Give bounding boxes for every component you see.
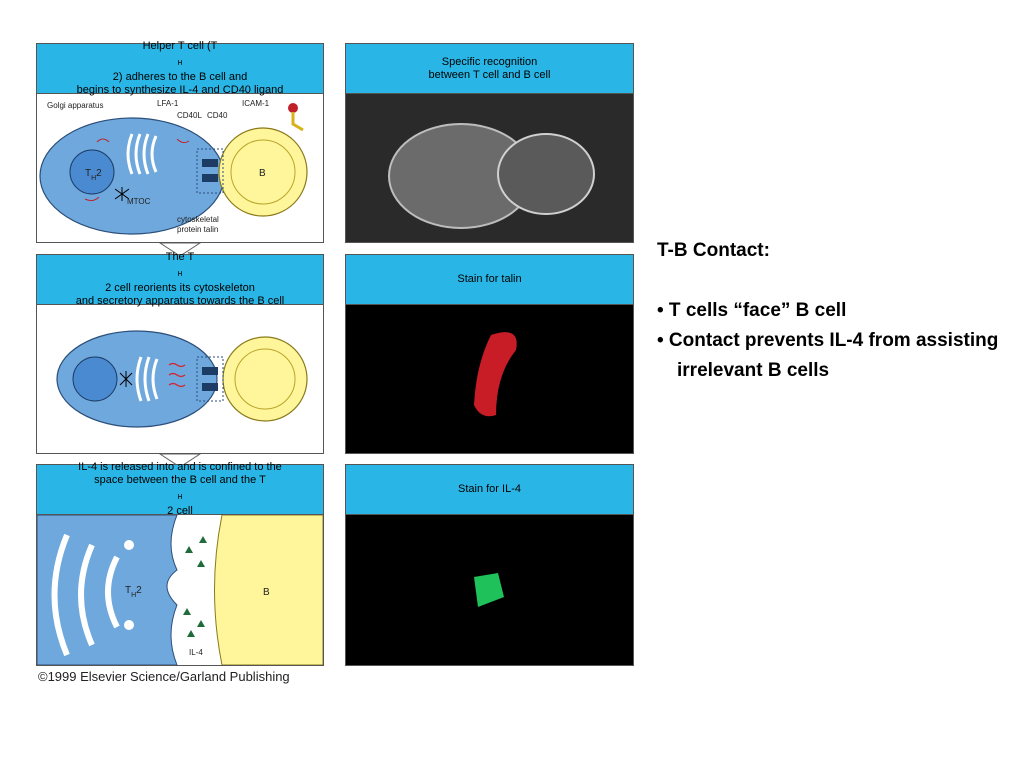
lfa1-icam1-complex (202, 383, 218, 391)
lfa1-icam1-complex (202, 174, 218, 182)
il4-micrograph (346, 515, 633, 665)
talin-header: Stain for talin (346, 255, 633, 305)
header-text: The T (76, 251, 285, 264)
label-talin-2: protein talin (177, 225, 218, 234)
label-lfa1: LFA-1 (157, 99, 179, 108)
label-mtoc: MTOC (127, 197, 151, 206)
il4-header: Stain for IL-4 (346, 465, 633, 515)
il4-diagram-svg: TH2 B IL-4 (37, 515, 323, 665)
label-talin-1: cytoskeletal (177, 215, 219, 224)
label-cd40: CD40 (207, 111, 228, 120)
b-cell-image (498, 134, 594, 214)
panel-talin-image: Stain for talin (345, 254, 634, 454)
header-subscript: H (177, 495, 182, 502)
recognition-micrograph (346, 94, 633, 242)
bullet-item: • Contact prevents IL-4 from assisting i… (657, 326, 1017, 386)
panel-recognition-image: Specific recognition between T cell and … (345, 43, 634, 243)
label-cd40l: CD40L (177, 111, 202, 120)
panel-reorientation-diagram (37, 305, 323, 453)
cd40l-cd40-complex (202, 367, 218, 375)
b-cell (223, 337, 307, 421)
label-b: B (263, 587, 270, 598)
label-icam1: ICAM-1 (242, 99, 270, 108)
panel-il4-release-header: IL-4 is released into and is confined to… (37, 465, 323, 515)
th2-nucleus (73, 357, 117, 401)
panel-adhesion-diagram: Golgi apparatus LFA-1 CD40L CD40 ICAM-1 … (37, 94, 323, 242)
panel-il4-release: IL-4 is released into and is confined to… (36, 464, 324, 666)
adhesion-diagram-svg: Golgi apparatus LFA-1 CD40L CD40 ICAM-1 … (37, 94, 323, 242)
talin-micrograph (346, 305, 633, 453)
antibody-icon (293, 112, 303, 130)
panel-il4-release-diagram: TH2 B IL-4 (37, 515, 323, 665)
recognition-header: Specific recognition between T cell and … (346, 44, 633, 94)
side-notes: T-B Contact: • T cells “face” B cell • C… (657, 236, 1017, 386)
vesicle (124, 540, 134, 550)
header-text: Helper T cell (T (77, 40, 284, 53)
side-title: T-B Contact: (657, 236, 1017, 266)
header-text: between T cell and B cell (429, 69, 551, 82)
header-subscript: H (177, 272, 182, 279)
reorientation-diagram-svg (37, 305, 323, 453)
vesicle (124, 620, 134, 630)
header-text: IL-4 is released into and is confined to… (78, 461, 282, 474)
label-golgi: Golgi apparatus (47, 101, 103, 110)
panel-il4-image: Stain for IL-4 (345, 464, 634, 666)
panel-adhesion: Helper T cell (T H 2) adheres to the B cel… (36, 43, 324, 243)
label-il4: IL-4 (189, 648, 203, 657)
header-text: 2) adheres to the B cell and (77, 71, 284, 84)
copyright-credit: ©1999 Elsevier Science/Garland Publishin… (38, 669, 290, 684)
header-subscript: H (177, 61, 182, 68)
header-text: space between the B cell and the T (78, 474, 282, 487)
header-text: Stain for talin (457, 273, 521, 286)
header-text: Stain for IL-4 (458, 483, 521, 496)
th2-nucleus (70, 150, 114, 194)
cd40l-cd40-complex (202, 159, 218, 167)
label-b: B (259, 168, 266, 179)
header-text: 2 cell reorients its cytoskeleton (76, 282, 285, 295)
bullet-item: • T cells “face” B cell (657, 296, 1017, 326)
header-text: Specific recognition (429, 56, 551, 69)
icam1-icon (288, 103, 298, 113)
